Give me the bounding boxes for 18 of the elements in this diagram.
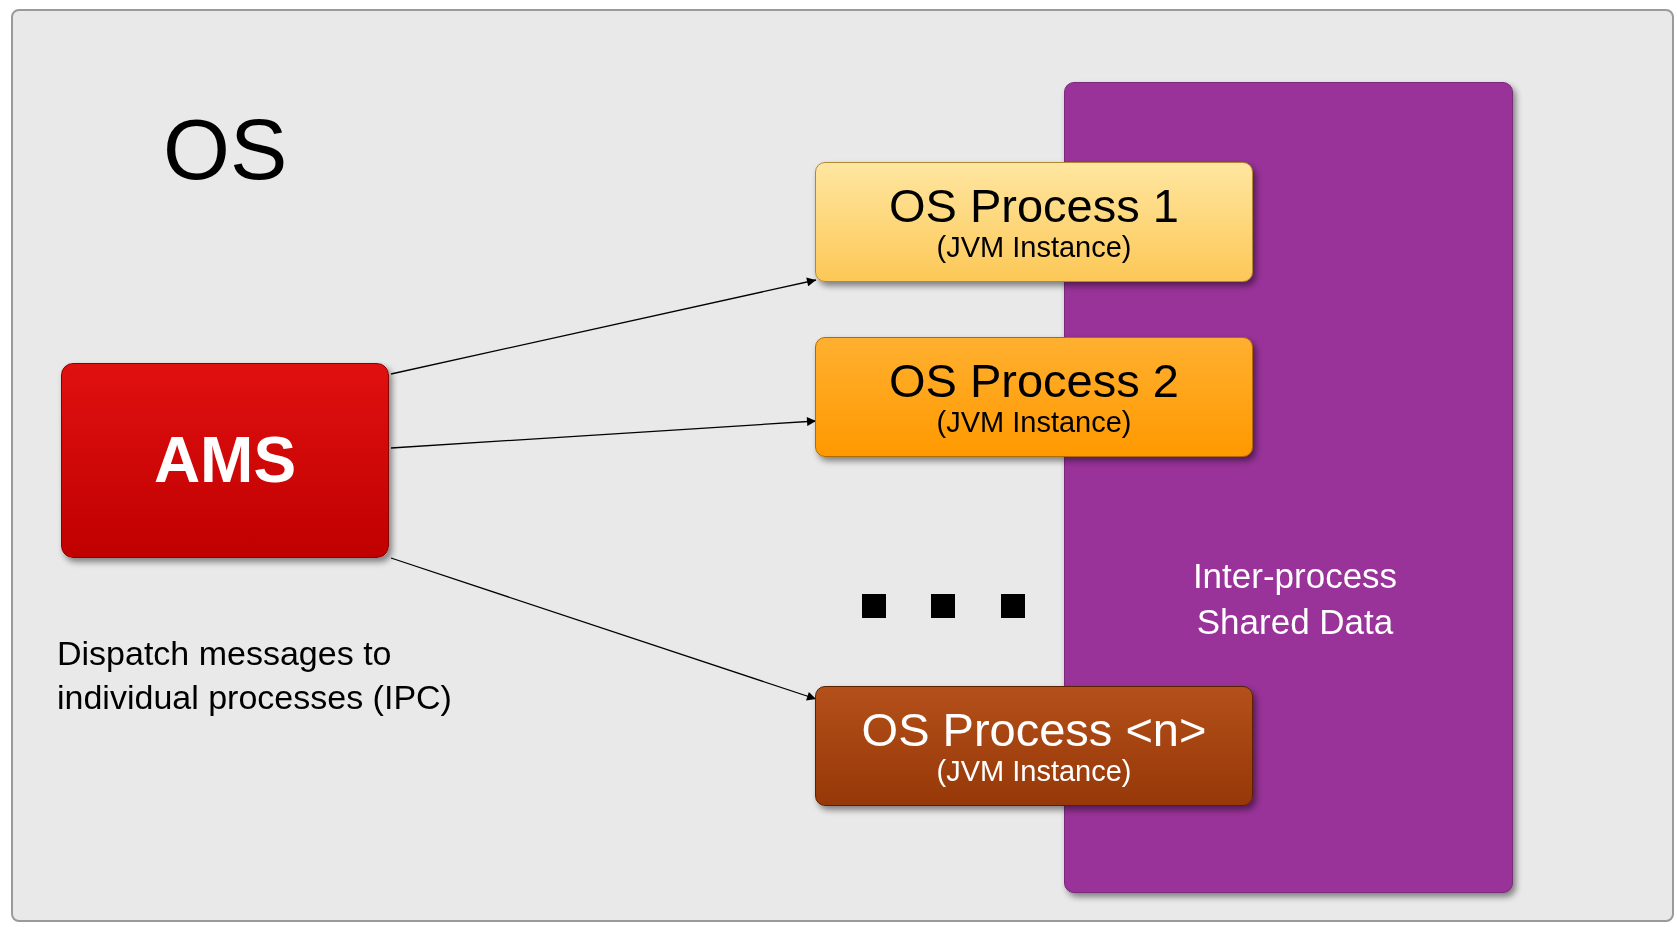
process-subtitle: (JVM Instance) [936,406,1132,439]
arrow [390,277,817,375]
process-subtitle: (JVM Instance) [936,755,1132,788]
arrow [390,417,817,449]
process-box [815,686,1253,806]
ams-label: AMS [153,425,297,496]
process-subtitle: (JVM Instance) [936,231,1132,264]
ams-box [61,363,389,558]
process-title: OS Process 1 [889,180,1179,232]
process-box [815,337,1253,457]
process-title: OS Process <n> [861,704,1207,756]
process-box [815,162,1253,282]
process-title: OS Process 2 [889,355,1179,407]
os-frame [11,9,1674,922]
os-title: OS [163,106,288,192]
arrow [390,557,817,701]
band-label: Inter-process Shared Data [1191,555,1399,643]
note-text: Dispatch messages to individual processes (IPC) [57,633,453,719]
